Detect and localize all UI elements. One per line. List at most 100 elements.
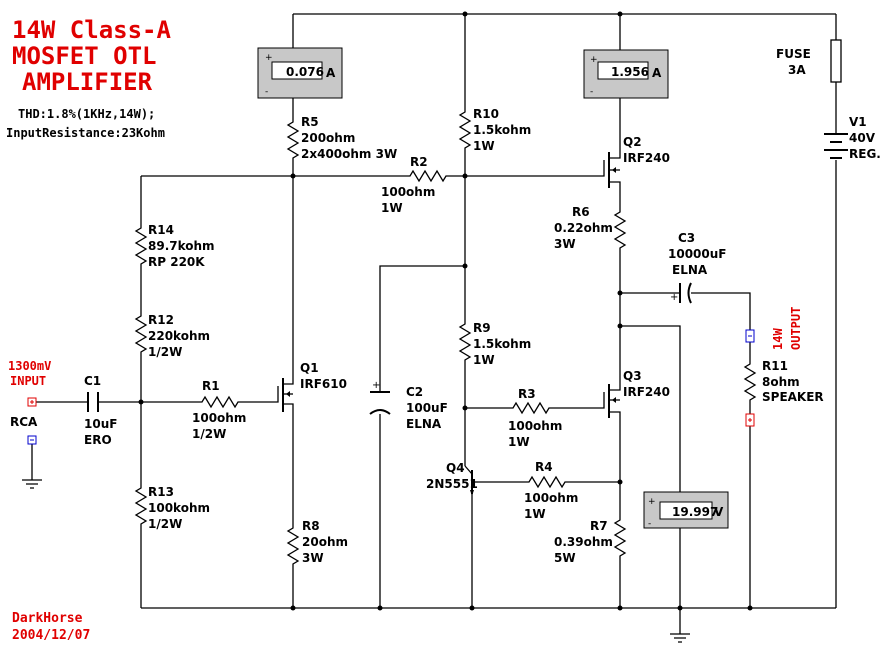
c3-name: C3 [678,231,695,245]
c3-capacitor: + [670,282,692,304]
r3-rating: 1W [508,435,530,449]
r4-name: R4 [535,460,553,474]
c1-type: ERO [84,433,112,447]
battery-v1 [824,133,848,159]
r13-symbol [135,483,147,529]
q3-type: IRF240 [623,385,670,399]
output-terminal-plus [745,413,755,427]
fuse-value: 3A [788,63,806,77]
v1-note: REG. [849,147,881,161]
input-resistance-note: InputResistance:23Kohm [6,126,165,140]
title-line2: MOSFET OTL [12,42,157,70]
svg-text:+: + [265,53,273,63]
output-power-label: 14W [771,328,785,350]
input-terminal-minus [27,435,37,445]
q2-name: Q2 [623,135,642,149]
r7-name: R7 [590,519,608,533]
ammeter-2: + - 1.956 A [583,49,669,99]
r12-rating: 1/2W [148,345,182,359]
fuse-symbol [830,39,842,83]
r4-symbol [524,476,570,488]
c1-capacitor [87,392,99,412]
r12-name: R12 [148,313,174,327]
r13-rating: 1/2W [148,517,182,531]
c3-type: ELNA [672,263,708,277]
r4-rating: 1W [524,507,546,521]
r7-value: 0.39ohm [554,535,613,549]
q2-type: IRF240 [623,151,670,165]
c1-value: 10uF [84,417,117,431]
r10-name: R10 [473,107,499,121]
q4-bjt [464,465,478,496]
q1-mosfet [272,376,294,412]
q2-mosfet [598,152,621,196]
r2-symbol [405,170,451,182]
r7-rating: 5W [554,551,576,565]
svg-text:-: - [265,87,268,97]
svg-text:-: - [648,519,651,529]
ammeter-1: + - 0.076 A [257,47,343,99]
r1-rating: 1/2W [192,427,226,441]
r13-value: 100kohm [148,501,210,515]
r3-symbol [508,402,554,414]
svg-text:+: + [670,292,678,303]
input-connector: RCA [10,415,38,429]
c1-name: C1 [84,374,101,388]
c2-name: C2 [406,385,423,399]
svg-text:+: + [648,497,656,507]
r11-name: R11 [762,359,788,373]
input-level: 1300mV [8,359,51,373]
output-label: OUTPUT [789,307,803,350]
author-date: 2004/12/07 [12,628,90,643]
r13-name: R13 [148,485,174,499]
r12-symbol [135,311,147,357]
r2-value: 100ohm [381,185,435,199]
r10-rating: 1W [473,139,495,153]
title-line1: 14W Class-A [12,16,171,44]
q1-type: IRF610 [300,377,347,391]
r5-name: R5 [301,115,319,129]
r11-type: SPEAKER [762,390,824,404]
r9-symbol [459,319,471,365]
r4-value: 100ohm [524,491,578,505]
r8-symbol [287,523,299,569]
ammeter-2-unit: A [652,66,662,80]
r9-value: 1.5kohm [473,337,531,351]
r11-value: 8ohm [762,375,800,389]
voltmeter-value: 19.997 [672,505,718,519]
q4-name: Q4 [446,461,465,475]
voltmeter-unit: V [714,505,724,519]
c2-value: 100uF [406,401,448,415]
svg-text:-: - [590,87,593,97]
r2-name: R2 [410,155,428,169]
r8-rating: 3W [302,551,324,565]
r8-value: 20ohm [302,535,348,549]
svg-text:OUTPUT: OUTPUT [789,307,803,350]
r2-rating: 1W [381,201,403,215]
r5-symbol [287,117,299,163]
r6-rating: 3W [554,237,576,251]
author-name: DarkHorse [12,611,83,626]
thd-note: THD:1.8%(1KHz,14W); [18,107,155,121]
r3-value: 100ohm [508,419,562,433]
fuse-name: FUSE [776,47,811,61]
voltmeter: + - 19.997 V [643,491,729,529]
title-block: 14W Class-A MOSFET OTL AMPLIFIER THD:1.8… [6,16,171,140]
title-line3: AMPLIFIER [22,68,153,96]
r1-symbol [197,396,243,408]
r9-name: R9 [473,321,491,335]
svg-text:14W: 14W [771,328,785,350]
r12-value: 220kohm [148,329,210,343]
r14-name: R14 [148,223,174,237]
ground-input [22,479,42,489]
c3-value: 10000uF [668,247,727,261]
svg-text:+: + [372,380,380,391]
ground-output [670,633,690,643]
r10-symbol [459,107,471,153]
r6-symbol [614,207,626,253]
r14-rating: RP 220K [148,255,205,269]
r5-value: 200ohm [301,131,355,145]
output-terminal-minus [745,329,755,343]
input-terminal-plus [27,397,37,407]
r11-symbol [744,359,756,405]
